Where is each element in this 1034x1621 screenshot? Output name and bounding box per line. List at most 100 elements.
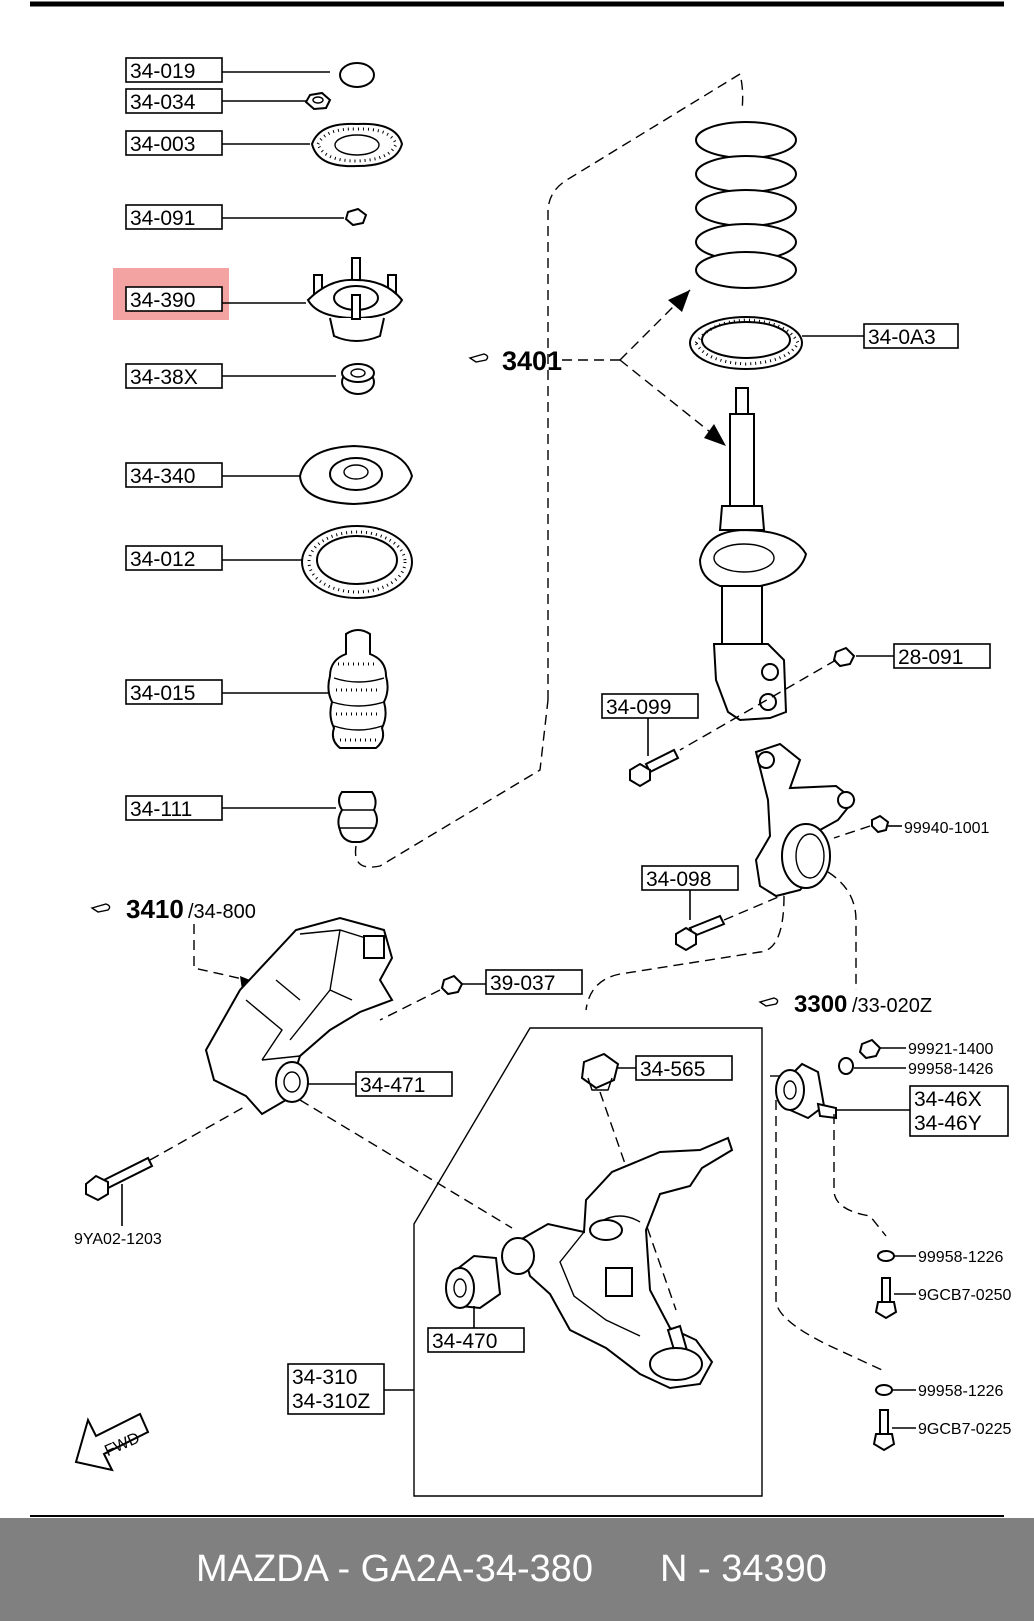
nut-39-037	[440, 974, 464, 996]
svg-text:34-310Z: 34-310Z	[292, 1390, 370, 1413]
label-99958-1226-b[interactable]: 99958-1226	[892, 1383, 1004, 1400]
label-34-565[interactable]: 34-565	[618, 1055, 733, 1081]
svg-text:34-111: 34-111	[130, 798, 192, 821]
svg-text:34-099: 34-099	[606, 696, 671, 719]
svg-text:34-098: 34-098	[646, 868, 711, 891]
bolt-34-099	[629, 748, 680, 788]
hand-pointer-icon-3410	[90, 903, 111, 913]
svg-text:9YA02-1203: 9YA02-1203	[74, 1231, 162, 1248]
label-34-091[interactable]: 34-091	[125, 204, 344, 230]
label-34-390-highlighted[interactable]: 34-390	[113, 268, 306, 320]
dash-nut-39-037	[379, 989, 441, 1021]
label-34-471[interactable]: 34-471	[308, 1071, 453, 1097]
svg-text:34-390: 34-390	[130, 289, 195, 312]
label-34-012[interactable]: 34-012	[125, 545, 302, 571]
nut-99940-1001	[871, 814, 890, 834]
washer-99958-1426	[838, 1057, 854, 1075]
svg-text:34-471: 34-471	[360, 1074, 425, 1097]
label-39-037[interactable]: 39-037	[462, 969, 583, 995]
nut-28-091	[832, 646, 856, 668]
dash-bushing-upper-bolt	[833, 1114, 887, 1237]
ref-3410[interactable]: 3410 /34-800	[90, 894, 256, 924]
label-34-46x[interactable]: 34-46X 34-46Y	[836, 1085, 1009, 1137]
label-9gcb7-0225[interactable]: 9GCB7-0225	[892, 1421, 1011, 1438]
nut-34-091	[344, 207, 368, 227]
svg-text:28-091: 28-091	[898, 646, 963, 669]
bushing-34-46x	[775, 1062, 837, 1120]
washer-99958-1226-a	[877, 1250, 895, 1262]
svg-text:/34-800: /34-800	[188, 901, 256, 923]
svg-text:34-034: 34-034	[130, 91, 196, 114]
svg-text:99958-1426: 99958-1426	[908, 1061, 994, 1078]
label-34-034[interactable]: 34-034	[125, 88, 306, 114]
svg-text:99921-1400: 99921-1400	[908, 1041, 994, 1058]
label-34-310[interactable]: 34-310 34-310Z	[287, 1363, 414, 1415]
coil-spring	[695, 121, 797, 289]
svg-text:9GCB7-0225: 9GCB7-0225	[918, 1421, 1011, 1438]
label-34-098[interactable]: 34-098	[641, 865, 739, 920]
fwd-arrow-icon: FWD	[74, 1412, 150, 1472]
label-99940-1001[interactable]: 99940-1001	[888, 820, 990, 837]
label-99921-1400[interactable]: 99921-1400	[880, 1041, 994, 1058]
svg-text:34-470: 34-470	[432, 1330, 497, 1353]
insulator-34-012	[301, 525, 413, 599]
label-9gcb7-0250[interactable]: 9GCB7-0250	[894, 1287, 1011, 1304]
nut-99921-1400	[858, 1038, 882, 1060]
dash-bushing-lower-bolt	[775, 1100, 883, 1371]
dash-bolt-9ya02	[149, 1105, 247, 1161]
bushing-34-38x	[341, 363, 375, 395]
ref-3300[interactable]: 3300 /33-020Z	[758, 991, 932, 1018]
label-34-0a3[interactable]: 34-0A3	[802, 323, 959, 349]
svg-text:34-46X: 34-46X	[914, 1088, 982, 1111]
dash-bolt-099	[679, 659, 837, 751]
label-34-111[interactable]: 34-111	[125, 795, 336, 821]
dash-nut-99940	[833, 825, 871, 839]
label-34-470[interactable]: 34-470	[427, 1306, 525, 1353]
svg-text:34-091: 34-091	[130, 207, 195, 230]
bolt-34-098	[675, 914, 726, 952]
knuckle-3300	[754, 742, 856, 898]
hand-pointer-icon-3300	[758, 997, 779, 1007]
bumper-34-111	[337, 791, 378, 843]
ball-joint-nut-34-565	[580, 1052, 620, 1091]
label-99958-1426[interactable]: 99958-1426	[854, 1061, 994, 1078]
footer-number: N - 34390	[660, 1548, 827, 1590]
svg-text:3410: 3410	[126, 894, 184, 924]
spring-seat-34-0a3	[689, 316, 803, 370]
footer-bar: MAZDA - GA2A-34-380 N - 34390	[0, 1518, 1034, 1621]
arrow-to-spring	[668, 290, 690, 312]
dash-knuckle-to-arm	[585, 895, 785, 1011]
cap-34-019	[339, 62, 375, 88]
svg-text:3401: 3401	[502, 346, 562, 376]
dash-3410	[193, 924, 257, 983]
label-34-38x[interactable]: 34-38X	[125, 363, 336, 389]
label-99958-1226-a[interactable]: 99958-1226	[894, 1249, 1004, 1266]
dash-knuckle-3300	[827, 871, 857, 990]
boot-34-015	[327, 629, 389, 749]
bolt-9gcb7-0225	[872, 1409, 896, 1452]
label-34-003[interactable]: 34-003	[125, 130, 310, 156]
bushing-34-471	[275, 1061, 309, 1103]
svg-text:3300: 3300	[794, 991, 847, 1018]
svg-text:34-340: 34-340	[130, 465, 195, 488]
lower-arm-group-box	[413, 1027, 763, 1497]
label-28-091[interactable]: 28-091	[856, 643, 991, 669]
svg-text:34-46Y: 34-46Y	[914, 1112, 982, 1135]
svg-text:34-310: 34-310	[292, 1366, 357, 1389]
crossmember-3410	[204, 916, 394, 1116]
svg-text:99958-1226: 99958-1226	[918, 1249, 1004, 1266]
label-34-019[interactable]: 34-019	[125, 57, 330, 83]
label-34-340[interactable]: 34-340	[125, 462, 300, 488]
svg-text:/33-020Z: /33-020Z	[852, 995, 932, 1017]
strut-assembly	[698, 387, 808, 722]
svg-text:34-015: 34-015	[130, 682, 195, 705]
ref-3401[interactable]: 3401	[468, 346, 620, 376]
label-34-015[interactable]: 34-015	[125, 679, 328, 705]
lower-arm-34-310	[501, 1136, 734, 1390]
label-9ya02-1203[interactable]: 9YA02-1203	[74, 1184, 162, 1248]
label-34-099[interactable]: 34-099	[601, 693, 699, 756]
bumper-dash-line	[354, 699, 549, 868]
strut-group-dash-outline	[547, 72, 744, 700]
mount-34-390	[306, 257, 404, 342]
nut-34-034	[304, 91, 332, 111]
